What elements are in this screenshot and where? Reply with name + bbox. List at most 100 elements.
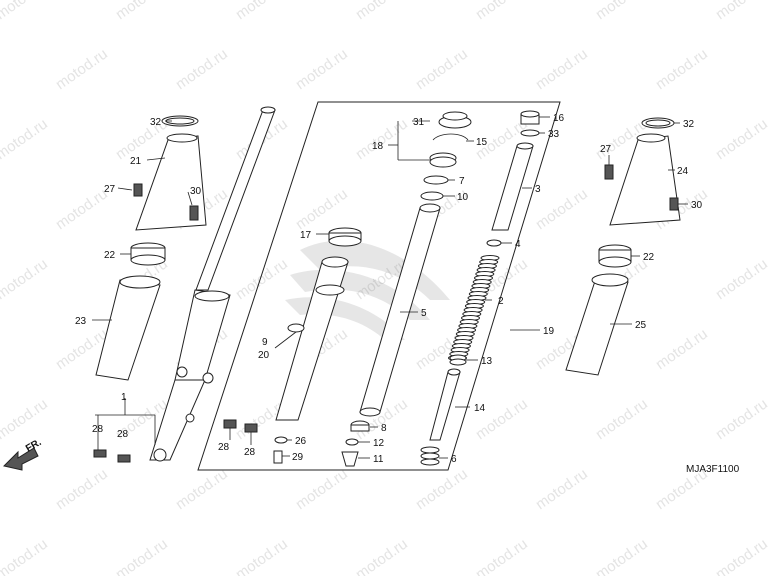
watermark-text: motod.ru bbox=[593, 395, 651, 443]
watermark-text: motod.ru bbox=[473, 535, 531, 576]
watermark-text: motod.ru bbox=[113, 0, 171, 23]
watermark-text: motod.ru bbox=[713, 535, 768, 576]
washer-12 bbox=[345, 438, 359, 446]
bolt-11 bbox=[341, 451, 359, 467]
left-lower-cover-23 bbox=[95, 275, 161, 381]
bolt-28b bbox=[244, 423, 258, 433]
cap-16 bbox=[520, 110, 540, 125]
watermark-text: motod.ru bbox=[713, 395, 768, 443]
bush-18 bbox=[429, 152, 457, 168]
callout-11: 11 bbox=[373, 454, 384, 465]
spacer-3 bbox=[491, 142, 534, 231]
seal-17 bbox=[328, 227, 362, 247]
callout-26: 26 bbox=[295, 436, 307, 447]
watermark-text: motod.ru bbox=[113, 535, 171, 576]
outer-tube-5 bbox=[359, 203, 441, 417]
watermark-text: motod.ru bbox=[53, 465, 111, 513]
left-fork-cover-21 bbox=[135, 115, 207, 231]
inner-tube-9 bbox=[275, 256, 349, 421]
watermark-text: motod.ru bbox=[0, 535, 51, 576]
callout-1: 1 bbox=[121, 392, 127, 403]
right-fork-cover-24 bbox=[609, 117, 681, 226]
left-bolt-27 bbox=[133, 183, 143, 197]
watermark-text: motod.ru bbox=[0, 395, 51, 443]
callout-16: 16 bbox=[553, 113, 565, 124]
front-direction-marker: FR. bbox=[3, 437, 44, 471]
watermark-text: motod.ru bbox=[233, 535, 291, 576]
fork-slider-1 bbox=[149, 106, 276, 462]
watermark-text: motod.ru bbox=[353, 115, 411, 163]
bolt-29 bbox=[273, 450, 283, 464]
spring-6 bbox=[420, 446, 440, 466]
callout-13: 13 bbox=[481, 356, 493, 367]
callout-21: 21 bbox=[130, 156, 142, 167]
washer-10 bbox=[420, 191, 444, 201]
right-bolt-30 bbox=[669, 197, 679, 211]
watermark-text: motod.ru bbox=[713, 255, 768, 303]
callout-8: 8 bbox=[381, 423, 387, 434]
callout-12: 12 bbox=[373, 438, 385, 449]
callout-15: 15 bbox=[476, 137, 488, 148]
callout-29: 29 bbox=[292, 452, 304, 463]
callout-5: 5 bbox=[421, 308, 427, 319]
callout-20: 20 bbox=[258, 350, 270, 361]
callout-7: 7 bbox=[459, 176, 465, 187]
watermark-text: motod.ru bbox=[353, 0, 411, 23]
callout-4: 4 bbox=[515, 239, 521, 250]
watermark-text: motod.ru bbox=[0, 0, 51, 23]
watermark-text: motod.ru bbox=[0, 115, 51, 163]
washer-26 bbox=[274, 436, 288, 444]
front-marker-label: FR. bbox=[24, 437, 44, 455]
watermark-text: motod.ru bbox=[593, 0, 651, 23]
callout-23: 23 bbox=[75, 316, 87, 327]
watermark-text: motod.ru bbox=[293, 45, 351, 93]
callout-10: 10 bbox=[457, 192, 469, 203]
callout-30-right: 30 bbox=[691, 200, 703, 211]
watermark-text: motod.ru bbox=[713, 0, 768, 23]
callout-28-mid-a: 28 bbox=[218, 442, 230, 453]
diagram-code: MJA3F1100 bbox=[686, 464, 740, 475]
callout-28-mid-b: 28 bbox=[244, 447, 256, 458]
callout-31: 31 bbox=[413, 117, 425, 128]
watermark-text: motod.ru bbox=[53, 45, 111, 93]
top-stack-31 bbox=[438, 111, 472, 129]
watermark-text: motod.ru bbox=[413, 45, 471, 93]
ring-13 bbox=[449, 354, 467, 366]
callout-14: 14 bbox=[474, 403, 486, 414]
callout-28-left-b: 28 bbox=[117, 429, 129, 440]
right-bolt-27 bbox=[604, 164, 614, 180]
piston-rod-14 bbox=[429, 368, 461, 441]
watermark-text: motod.ru bbox=[293, 185, 351, 233]
watermark-text: motod.ru bbox=[533, 465, 591, 513]
callout-32-left: 32 bbox=[150, 117, 162, 128]
callout-2: 2 bbox=[498, 296, 504, 307]
watermark-text: motod.ru bbox=[413, 465, 471, 513]
leader-lines bbox=[92, 116, 688, 459]
watermark-text: motod.ru bbox=[293, 465, 351, 513]
watermark-text: motod.ru bbox=[473, 0, 531, 23]
bolt-28-left bbox=[93, 449, 131, 463]
callout-30-left: 30 bbox=[190, 186, 202, 197]
right-lower-cover-25 bbox=[565, 273, 629, 376]
watermark-text: motod.ru bbox=[53, 185, 111, 233]
washer-4 bbox=[486, 239, 502, 247]
callout-19: 19 bbox=[543, 326, 555, 337]
watermark-text: motod.ru bbox=[713, 115, 768, 163]
watermark-text: motod.ru bbox=[593, 535, 651, 576]
clip-15 bbox=[432, 133, 469, 141]
washer-7 bbox=[423, 175, 449, 185]
piece-8 bbox=[350, 420, 370, 432]
callouts: 32 21 27 30 22 23 1 28 28 17 9 20 31 18 … bbox=[75, 113, 740, 475]
watermark-text: motod.ru bbox=[353, 535, 411, 576]
callout-32-right: 32 bbox=[683, 119, 695, 130]
callout-6: 6 bbox=[451, 454, 457, 465]
callout-28-left-a: 28 bbox=[92, 424, 104, 435]
left-bearing-22 bbox=[130, 242, 166, 266]
callout-22-left: 22 bbox=[104, 250, 116, 261]
watermark-text: motod.ru bbox=[653, 325, 711, 373]
callout-33: 33 bbox=[548, 129, 560, 140]
callout-3: 3 bbox=[535, 184, 541, 195]
callout-24: 24 bbox=[677, 166, 689, 177]
